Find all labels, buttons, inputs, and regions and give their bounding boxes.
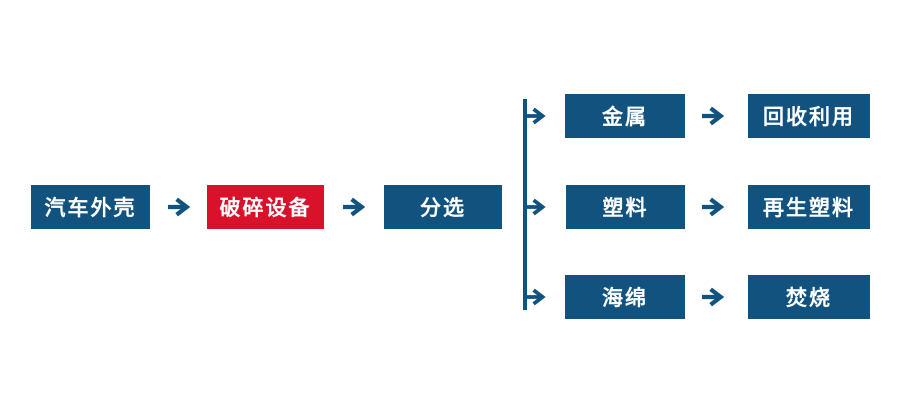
node-recycling-reuse-label: 回收利用: [763, 105, 855, 129]
arrow-right-icon: [342, 197, 366, 217]
arrow-right-icon: [167, 197, 191, 217]
node-recycled-plastic: 再生塑料: [748, 185, 870, 229]
arrow-right-icon: [525, 288, 546, 306]
node-metal-label: 金属: [602, 105, 648, 129]
node-sorting-label: 分选: [420, 196, 466, 220]
node-sponge: 海绵: [565, 275, 685, 319]
node-crushing-equipment: 破碎设备: [207, 185, 324, 229]
arrow-right-icon: [525, 198, 546, 216]
node-incineration-label: 焚烧: [786, 286, 832, 310]
arrow-right-icon: [525, 107, 546, 125]
node-metal: 金属: [565, 94, 685, 138]
node-car-shell-label: 汽车外壳: [44, 196, 137, 220]
node-plastic-label: 塑料: [602, 196, 649, 220]
arrow-right-icon: [701, 287, 725, 307]
arrow-right-icon: [701, 106, 725, 126]
node-recycled-plastic-label: 再生塑料: [763, 196, 855, 220]
node-crushing-equipment-label: 破碎设备: [219, 196, 312, 220]
node-sponge-label: 海绵: [602, 286, 648, 310]
branch-connector-line: [523, 99, 527, 310]
node-car-shell: 汽车外壳: [31, 185, 150, 229]
arrow-right-icon: [701, 197, 725, 217]
node-incineration: 焚烧: [748, 275, 870, 319]
node-sorting: 分选: [384, 185, 502, 229]
node-recycling-reuse: 回收利用: [748, 94, 870, 138]
node-plastic: 塑料: [566, 185, 685, 229]
